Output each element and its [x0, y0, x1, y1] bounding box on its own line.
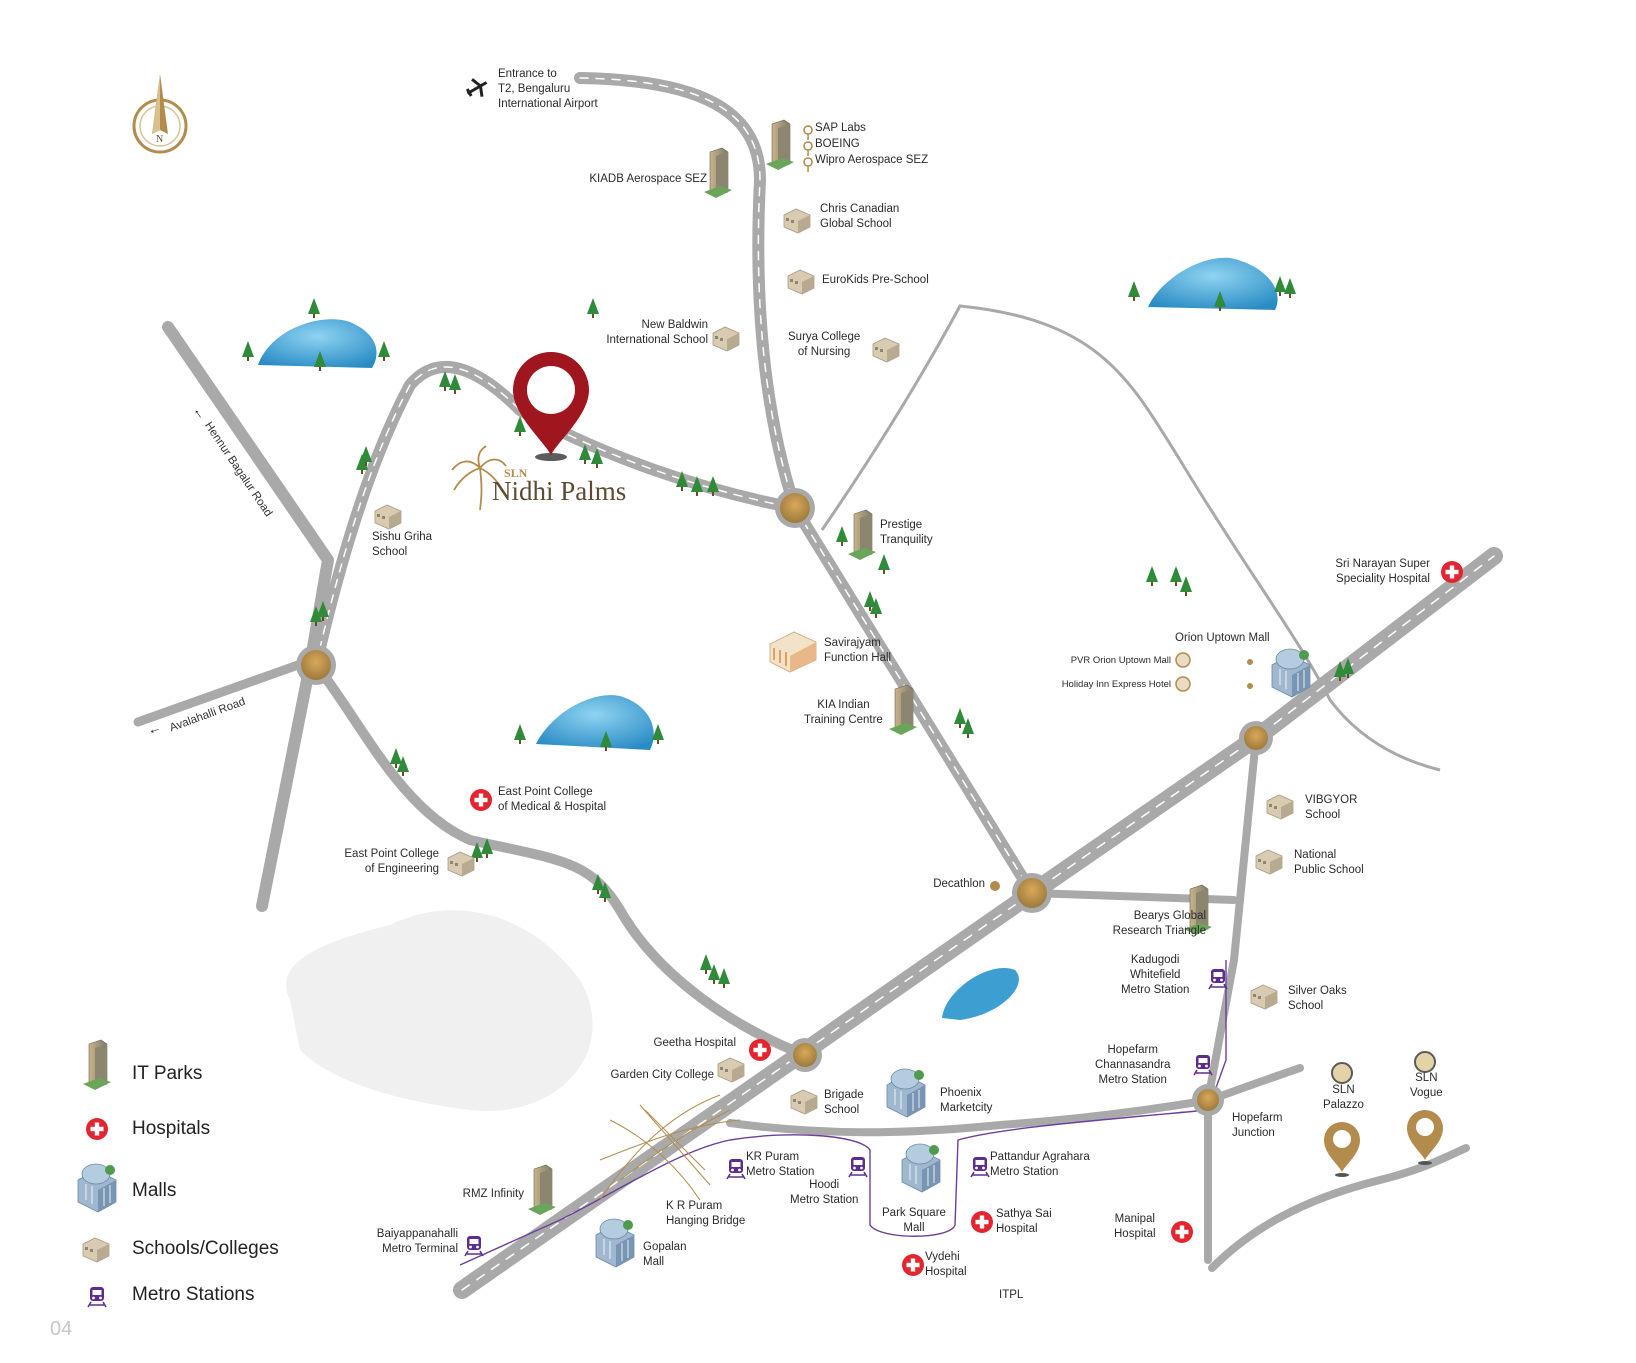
bearys-label: Bearys Global Research Triangle [1112, 910, 1206, 937]
legend-it-parks: IT Parks [132, 1063, 203, 1084]
project-location-pin [513, 352, 589, 461]
kr-puram-metro-label: KR Puram Metro Station [746, 1151, 815, 1178]
hoodi-metro-label: Hoodi Metro Station [790, 1179, 859, 1206]
vibgyor-label: VIBGYOR School [1305, 794, 1358, 821]
kiadb-label: KIADB Aerospace SEZ [589, 173, 707, 185]
brigade-school-label: Brigade School [824, 1089, 864, 1116]
legend-metro: Metro Stations [132, 1284, 255, 1305]
kadugodi-label: Kadugodi Whitefield Metro Station [1121, 954, 1190, 996]
legend-schools: Schools/Colleges [132, 1238, 279, 1259]
sln-project-pins [1324, 1051, 1443, 1177]
east-point-engineering-label: East Point College of Engineering [344, 848, 439, 875]
park-square-label: Park Square Mall [882, 1207, 946, 1234]
national-public-school-label: National Public School [1294, 849, 1364, 876]
silver-oaks-label: Silver Oaks School [1288, 985, 1347, 1012]
manipal-label: Manipal Hospital [1114, 1213, 1156, 1240]
roads [133, 72, 1503, 1299]
legend-icons [77, 1039, 117, 1308]
sri-narayan-label: Sri Narayan Super Speciality Hospital [1335, 558, 1430, 585]
pattandur-label: Pattandur Agrahara Metro Station [990, 1151, 1090, 1178]
sishu-griha-label: Sishu Griha School [372, 531, 433, 558]
orion-amenity-icons [990, 652, 1253, 891]
hopefarm-junction-label: Hopefarm Junction [1232, 1112, 1283, 1139]
minor-roads [820, 304, 1441, 772]
gopalan-mall-label: Gopalan Mall [643, 1241, 687, 1268]
background-blob [286, 910, 593, 1111]
vydehi-label: Vydehi Hospital [925, 1251, 967, 1278]
garden-city-label: Garden City College [610, 1069, 714, 1081]
sap-pin-icons [803, 125, 813, 173]
baiyappanahalli-label: Baiyappanahalli Metro Terminal [376, 1228, 458, 1255]
boeing-label: BOEING [815, 138, 860, 150]
chris-canadian-label: Chris Canadian Global School [820, 203, 900, 230]
legend-malls: Malls [132, 1180, 177, 1201]
hopefarm-metro-label: Hopefarm Channasandra Metro Station [1095, 1044, 1171, 1086]
svg-text:N: N [156, 134, 163, 145]
geetha-hospital-label: Geetha Hospital [653, 1037, 736, 1049]
roundabouts [296, 488, 1273, 1116]
sap-label: SAP Labs [815, 122, 866, 134]
east-point-hospital-label: East Point College of Medical & Hospital [498, 786, 607, 813]
new-baldwin-label: New Baldwin International School [606, 319, 708, 346]
kr-puram-bridge-label: K R Puram Hanging Bridge [666, 1200, 746, 1227]
airport-label: Entrance to T2, Bengaluru International … [498, 68, 598, 110]
legend-hospitals: Hospitals [132, 1118, 211, 1139]
kia-label: KIA Indian Training Centre [804, 699, 883, 726]
function-hall-icon [769, 631, 817, 673]
lakes [258, 257, 1278, 1020]
metro-line [459, 960, 1227, 1266]
sathya-sai-label: Sathya Sai Hospital [996, 1208, 1052, 1235]
sln-palazzo-label: SLN Palazzo [1323, 1084, 1364, 1111]
orion-mall-label: Orion Uptown Mall [1175, 632, 1270, 644]
hanging-bridge [599, 1094, 741, 1201]
airplane-icon [465, 78, 488, 97]
savirajyam-label: Savirajyam Function Hall [824, 637, 892, 664]
eurokids-label: EuroKids Pre-School [822, 274, 929, 286]
compass-icon: N [132, 74, 188, 154]
brand-small: SLN [504, 466, 528, 480]
wipro-label: Wipro Aerospace SEZ [815, 154, 929, 166]
sln-vogue-label: SLN Vogue [1410, 1072, 1443, 1099]
rmz-infinity-label: RMZ Infinity [462, 1188, 524, 1200]
prestige-label: Prestige Tranquility [880, 519, 933, 546]
holiday-inn-label: Holiday Inn Express Hotel [1061, 679, 1171, 690]
pvr-label: PVR Orion Uptown Mall [1070, 655, 1171, 666]
palm-logo-icon [451, 445, 507, 511]
brand-name: Nidhi Palms [492, 476, 627, 506]
decathlon-label: Decathlon [933, 878, 985, 890]
itpl-label: ITPL [999, 1289, 1024, 1301]
page-number: 04 [50, 1318, 73, 1340]
surya-college-label: Surya College of Nursing [788, 331, 861, 358]
phoenix-label: Phoenix Marketcity [940, 1087, 993, 1114]
